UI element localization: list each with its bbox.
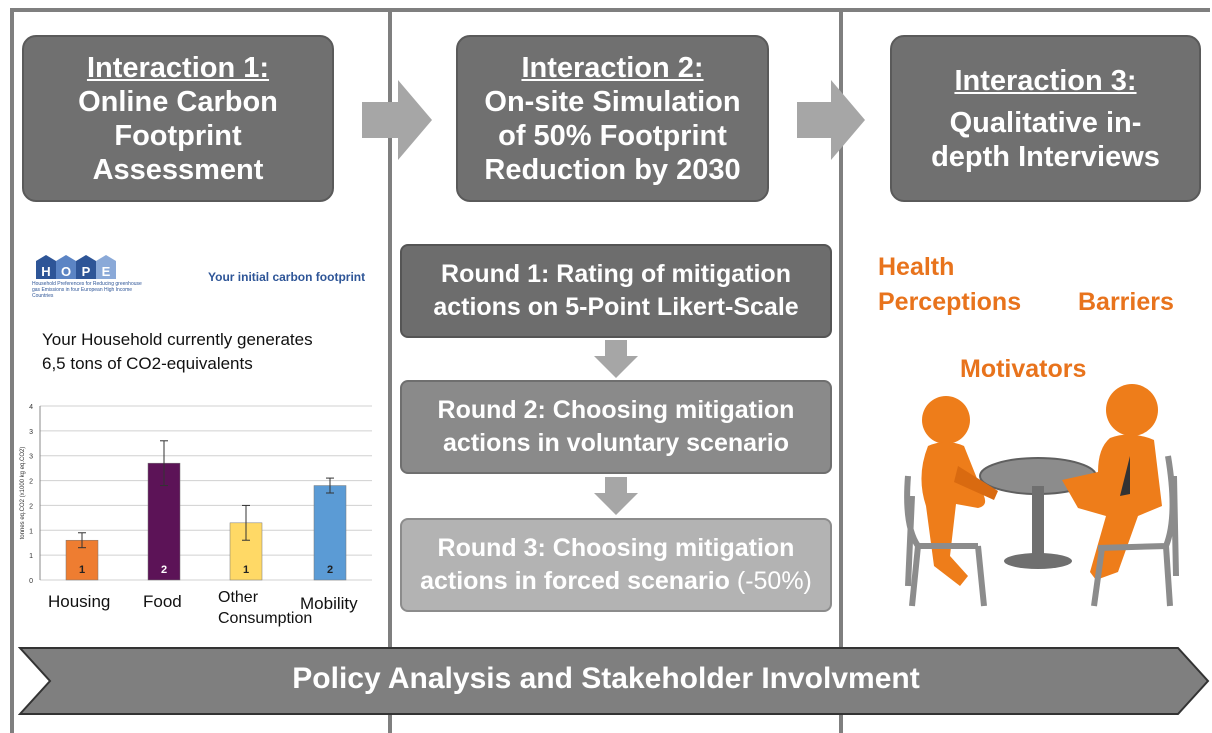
- household-summary-line-2: 6,5 tons of CO2-equivalents: [42, 354, 253, 373]
- logo-letter: H: [41, 264, 50, 279]
- y-tick-label: 2: [29, 503, 33, 510]
- column-divider-1: [388, 8, 392, 733]
- outer-frame: [10, 8, 1210, 733]
- round-2-line-1: Round 2: Choosing mitigation: [437, 396, 795, 424]
- household-summary-line-1: Your Household currently generates: [42, 330, 313, 349]
- arrow-right-icon: [797, 80, 865, 160]
- x-tick-label: Mobility: [300, 594, 358, 613]
- round-1-line-1: Round 1: Rating of mitigation: [441, 260, 791, 288]
- interaction-2-line: Reduction by 2030: [484, 153, 741, 186]
- hope-heading: Your initial carbon footprint: [208, 270, 366, 284]
- interview-illustration: [904, 384, 1179, 607]
- x-tick-label: Other: [218, 589, 259, 606]
- logo-letter: O: [61, 264, 71, 279]
- logo-letter: E: [102, 264, 111, 279]
- policy-banner-label: Policy Analysis and Stakeholder Involvme…: [292, 662, 920, 695]
- interaction-2-box: Interaction 2: On-site Simulation of 50%…: [456, 35, 769, 202]
- topic-health: Health: [878, 253, 955, 281]
- interaction-1-title: Interaction 1:: [86, 51, 270, 84]
- interaction-2-line: of 50% Footprint: [498, 119, 727, 152]
- x-tick-sublabel: Consumption: [218, 610, 313, 627]
- bar: [313, 485, 347, 581]
- hope-logo-subtext: Household Preferences for Reducing green…: [32, 281, 142, 299]
- y-tick-label: 4: [29, 404, 33, 411]
- round-3-line-1: Round 3: Choosing mitigation: [437, 534, 795, 562]
- interaction-3-box: Interaction 3: Qualitative in- depth Int…: [890, 35, 1201, 202]
- policy-banner: [18, 647, 1210, 715]
- round-3-suffix: (-50%): [736, 567, 812, 595]
- topic-motivators: Motivators: [960, 355, 1087, 383]
- y-tick-label: 2: [29, 479, 33, 486]
- logo-letter: P: [82, 264, 91, 279]
- topic-barriers: Barriers: [1078, 288, 1174, 316]
- topic-perceptions: Perceptions: [878, 288, 1022, 316]
- y-tick-label: 0: [29, 578, 33, 585]
- hope-logo: H O P E: [36, 255, 116, 279]
- interaction-3-title: Interaction 3:: [954, 64, 1137, 97]
- arrow-down-icon: [594, 477, 638, 515]
- round-3-box: Round 3: Choosing mitigation actions in …: [400, 518, 832, 612]
- y-tick-label: 3: [29, 454, 33, 461]
- interaction-2-line: On-site Simulation: [484, 85, 741, 118]
- arrow-down-icon: [594, 340, 638, 378]
- bar-label: 1: [243, 564, 249, 576]
- y-tick-label: 3: [29, 429, 33, 436]
- y-axis-label: tonnes eq.CO2 (x1000 kg eq.CO2): [20, 447, 26, 540]
- bar-label: 2: [161, 564, 167, 576]
- round-2-box: Round 2: Choosing mitigation actions in …: [400, 380, 832, 474]
- interaction-3-line: depth Interviews: [931, 140, 1160, 173]
- x-tick-label: Housing: [48, 592, 111, 611]
- round-2-line-2: actions in voluntary scenario: [443, 429, 789, 457]
- x-tick-label: Food: [143, 592, 182, 611]
- y-tick-label: 1: [29, 553, 33, 560]
- bar-label: 1: [79, 564, 85, 576]
- interaction-1-line: Online Carbon: [78, 85, 278, 118]
- interaction-3-line: Qualitative in-: [949, 106, 1142, 139]
- interaction-1-line: Footprint: [114, 119, 242, 152]
- column-divider-2: [839, 8, 843, 733]
- bar-label: 2: [327, 564, 333, 576]
- round-3-line-2: actions in forced scenario: [420, 567, 730, 595]
- y-tick-label: 1: [29, 528, 33, 535]
- arrow-right-icon: [362, 80, 432, 160]
- interaction-1-line: Assessment: [92, 153, 264, 186]
- interaction-1-box: Interaction 1: Online Carbon Footprint A…: [22, 35, 334, 202]
- interaction-2-title: Interaction 2:: [521, 51, 704, 84]
- round-1-line-2: actions on 5-Point Likert-Scale: [433, 293, 799, 321]
- round-1-box: Round 1: Rating of mitigation actions on…: [400, 244, 832, 338]
